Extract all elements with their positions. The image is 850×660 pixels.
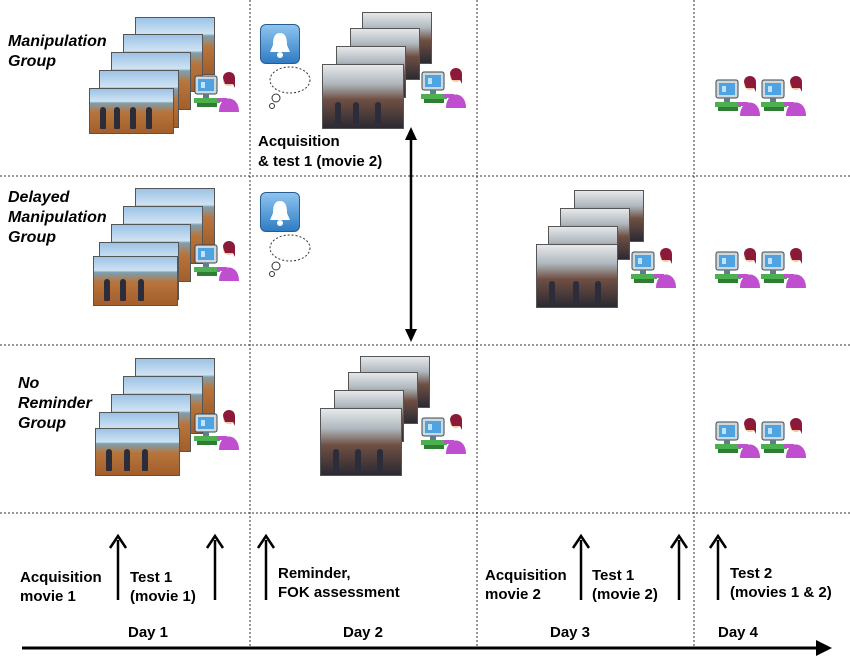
event-label-reminder-fok: Reminder, FOK assessment [278, 565, 400, 601]
person-at-computer-icon [421, 414, 466, 454]
group-label-manipulation: Manipulation Group [8, 33, 107, 70]
person-at-computer-icon [715, 76, 760, 116]
person-at-computer-icon [421, 68, 466, 108]
person-at-computer-icon [194, 241, 239, 281]
event-label-acquisition-movie2: Acquisition movie 2 [485, 567, 567, 603]
bell-icon [260, 24, 300, 64]
day-label-4: Day 4 [718, 624, 759, 641]
person-at-computer-icon [631, 248, 676, 288]
person-at-computer-icon [715, 248, 760, 288]
group-label-delayed-manipulation: Delayed Manipulation Group [8, 189, 107, 246]
person-at-computer-icon [715, 418, 760, 458]
person-at-computer-icon [761, 248, 806, 288]
event-label-test1-movie1: Test 1 (movie 1) [130, 569, 196, 605]
group-label-no-reminder: No Reminder Group [18, 375, 92, 432]
event-label-acquisition-movie1: Acquisition movie 1 [20, 569, 102, 605]
person-at-computer-icon [194, 410, 239, 450]
person-at-computer-icon [761, 418, 806, 458]
thought-bubble-icon [269, 66, 311, 109]
day-label-3: Day 3 [550, 624, 591, 641]
day-label-2: Day 2 [343, 624, 384, 641]
day-label-1: Day 1 [128, 624, 169, 641]
thought-bubble-icon [269, 234, 311, 277]
person-at-computer-icon [194, 72, 239, 112]
event-label-test1-movie2: Test 1 (movie 2) [592, 567, 658, 603]
acquisition-test1-movie2-label: Acquisition & test 1 (movie 2) [258, 133, 383, 170]
person-at-computer-icon [761, 76, 806, 116]
timeline-arrowhead [816, 640, 832, 656]
bell-icon [260, 192, 300, 232]
event-label-test2-movies1-2: Test 2 (movies 1 & 2) [730, 565, 832, 601]
